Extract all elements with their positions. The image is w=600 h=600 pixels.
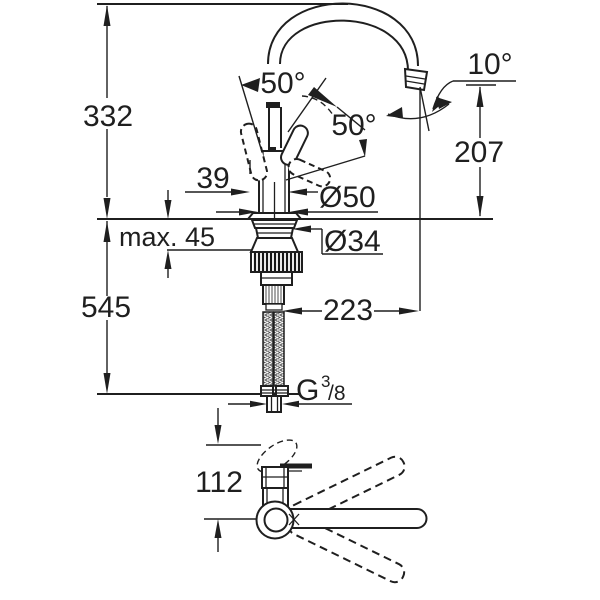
dimension-max-45: max. 45 xyxy=(119,190,253,278)
dim-dia34-label: Ø34 xyxy=(324,225,381,258)
supply-hoses xyxy=(260,311,289,413)
bottom-view-lever-swing xyxy=(255,439,428,584)
thread-prefix-label: G xyxy=(296,374,319,407)
dim-angle-10-label: 10° xyxy=(467,48,512,81)
dim-545-label: 545 xyxy=(81,291,131,324)
lever-grip-raised xyxy=(280,124,309,166)
mounting-nut xyxy=(249,237,300,253)
dim-207-label: 207 xyxy=(454,136,504,169)
dim-112-label: 112 xyxy=(195,466,243,499)
spout-swivel-arc xyxy=(386,88,452,311)
dim-dia50-label: Ø50 xyxy=(319,181,376,214)
lever-dashed-up-position xyxy=(288,455,406,524)
dimension-height-332: 332 xyxy=(83,5,133,219)
dimension-dia50: Ø50 xyxy=(216,181,378,216)
lever-vertical-rod xyxy=(266,102,282,152)
dimension-223: 223 xyxy=(282,294,419,327)
thread-denominator-label: /8 xyxy=(328,382,346,405)
dim-332-label: 332 xyxy=(83,100,133,133)
hose-end-fitting xyxy=(275,385,289,397)
supply-tube xyxy=(266,395,282,413)
lever-solid-position xyxy=(290,508,428,529)
dim-39-label: 39 xyxy=(196,162,229,195)
spout-arc xyxy=(267,2,429,92)
base-inner-circle xyxy=(263,507,289,533)
dimension-dia34: Ø34 xyxy=(292,225,383,258)
thread-numerator-label: 3 xyxy=(321,372,330,391)
mounting-hardware xyxy=(249,219,303,311)
dimension-thread-g38: G 3 /8 xyxy=(228,372,352,408)
dim-223-label: 223 xyxy=(323,294,373,327)
dimension-angle-lower-50: 50° xyxy=(285,109,377,181)
dim-angle-upper-label: 50° xyxy=(260,67,305,100)
dimension-39: 39 xyxy=(185,160,251,196)
lever-dashed-down-position xyxy=(287,514,406,584)
lever-rod-cap xyxy=(266,102,280,108)
lever-motion-arc xyxy=(301,95,334,116)
dim-max45-label: max. 45 xyxy=(119,222,215,252)
dimension-207: 207 xyxy=(454,84,504,217)
dimension-angle-upper-50: 50° xyxy=(238,67,366,153)
dim-angle-lower-label: 50° xyxy=(331,109,376,142)
spout-outlet xyxy=(403,67,429,92)
dimension-angle-10: 10° xyxy=(419,48,516,132)
dimension-112: 112 xyxy=(195,408,261,552)
hose-end-fitting xyxy=(260,385,274,397)
lever-dashed-raised xyxy=(256,439,298,473)
